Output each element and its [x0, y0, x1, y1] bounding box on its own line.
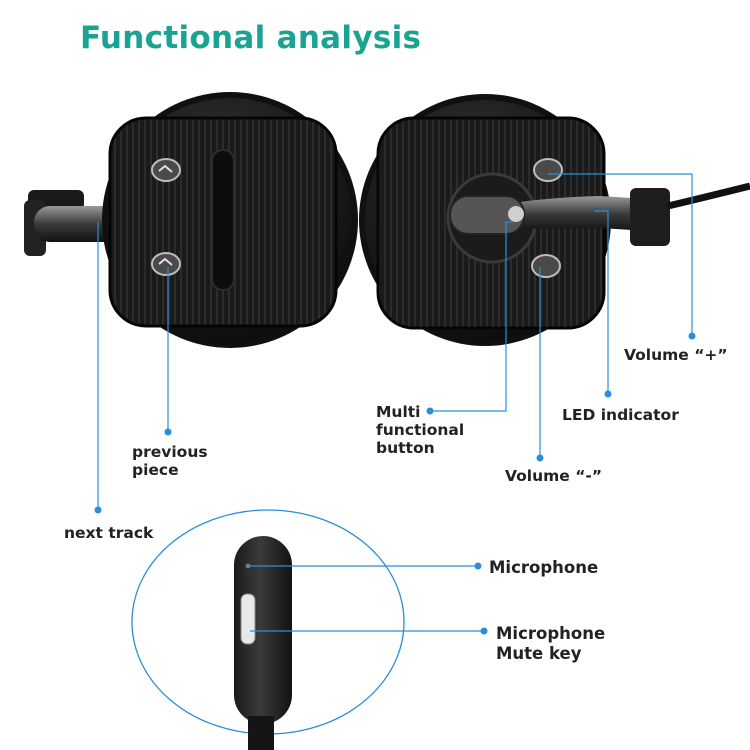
- left-earcup: [102, 92, 358, 348]
- label-led-indicator: LED indicator: [562, 406, 679, 424]
- label-next-track: next track: [64, 524, 154, 542]
- label-microphone-mute-key: Microphone Mute key: [496, 624, 606, 663]
- label-multi-functional-button: Multi functional button: [376, 403, 465, 457]
- label-volume-plus: Volume “+”: [624, 346, 728, 364]
- callout-lines: [97, 173, 693, 632]
- right-boom-arm: [449, 182, 750, 246]
- callout-dots: [94, 332, 696, 635]
- page-title: Functional analysis: [80, 20, 422, 56]
- label-volume-minus: Volume “-”: [505, 467, 603, 485]
- microphone-boom: [234, 536, 292, 750]
- label-microphone: Microphone: [489, 558, 599, 577]
- label-previous-piece: previous piece: [132, 443, 208, 479]
- left-headband-clip: [24, 190, 124, 256]
